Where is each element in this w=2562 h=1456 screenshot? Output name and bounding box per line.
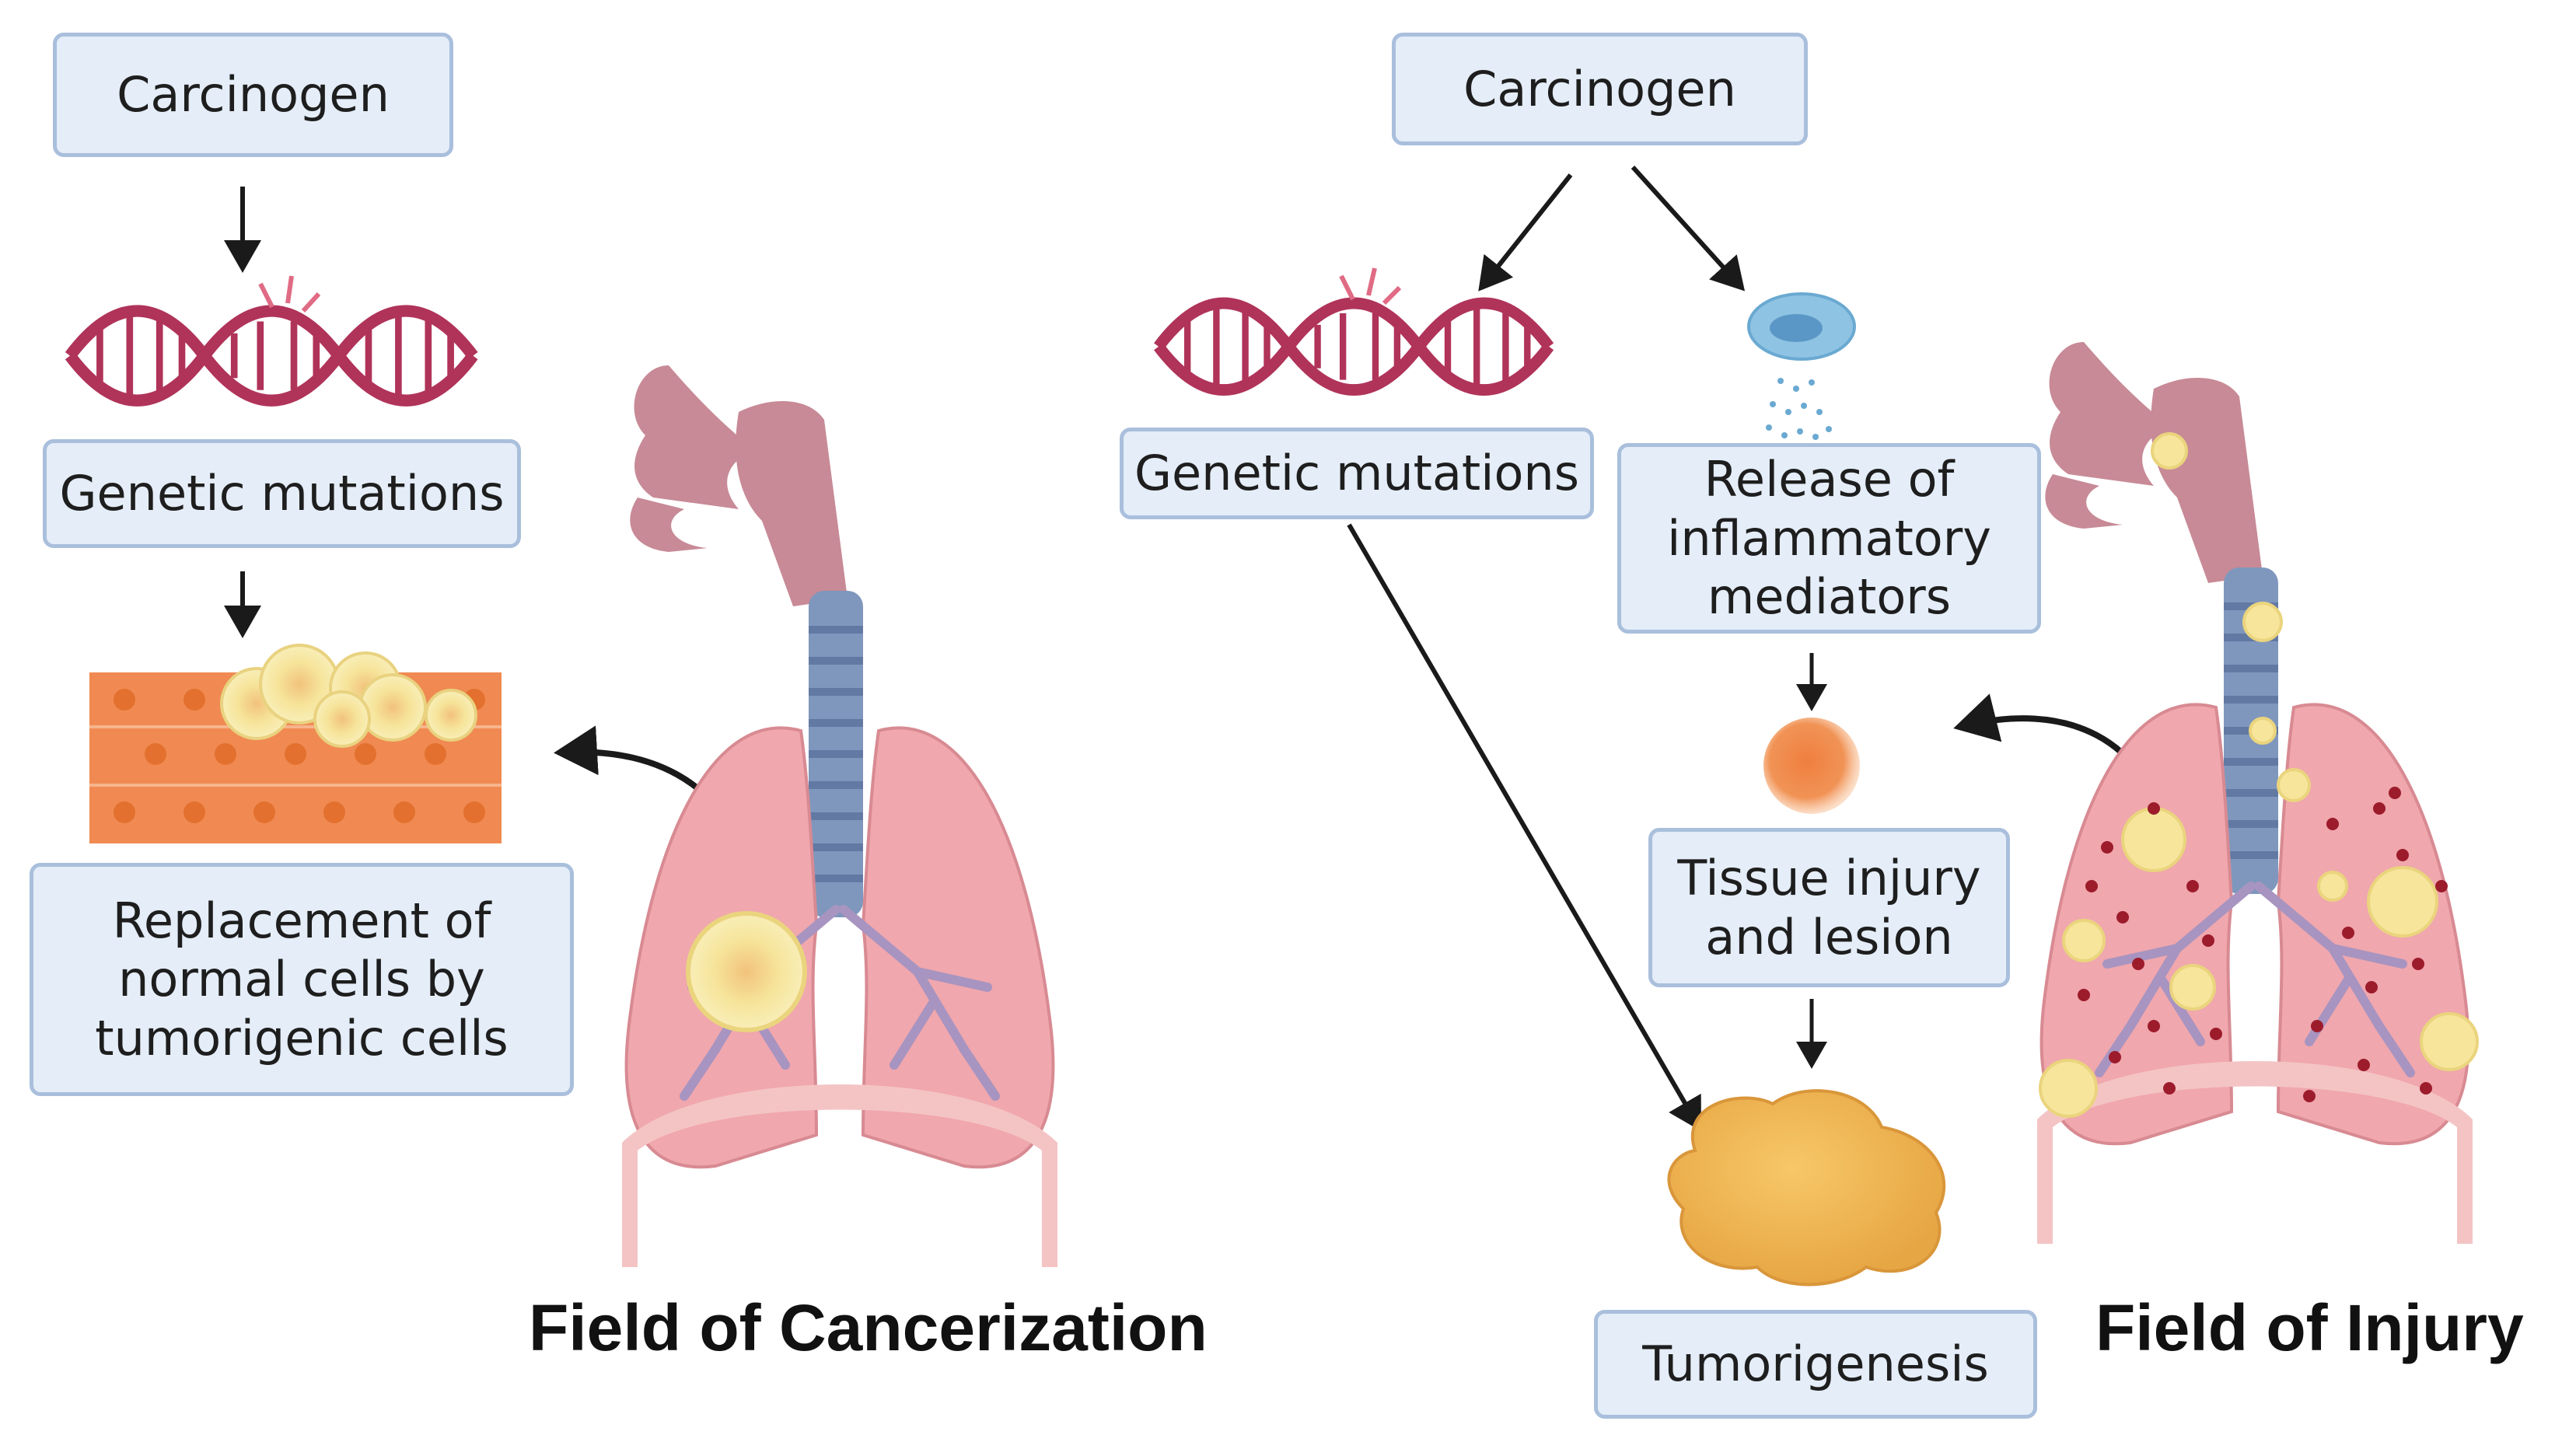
injured-cell-icon bbox=[1763, 718, 1860, 814]
lungs-illustration-right bbox=[2037, 342, 2479, 1244]
inflammatory-mediators-box: Release of inflammatory mediators bbox=[1617, 443, 2041, 634]
left-genetic-mutations-label: Genetic mutations bbox=[59, 465, 505, 522]
right-carcinogen-box: Carcinogen bbox=[1392, 33, 1808, 145]
damage-spark-icon bbox=[1339, 267, 1402, 306]
arrow-carcinogen-to-dna-right bbox=[1478, 173, 1573, 292]
tumor-nodule-icon bbox=[686, 911, 807, 1032]
lungs-illustration-left bbox=[622, 365, 1057, 1267]
dna-icon bbox=[70, 311, 473, 400]
right-carcinogen-label: Carcinogen bbox=[1463, 60, 1736, 117]
epithelium-tissue-icon bbox=[89, 644, 502, 843]
field-of-cancerization-title: Field of Cancerization bbox=[529, 1291, 1208, 1364]
immune-cell-icon bbox=[1747, 292, 1856, 440]
dna-icon bbox=[1159, 303, 1549, 390]
replacement-label: Replacement of normal cells by tumorigen… bbox=[95, 892, 509, 1067]
left-carcinogen-box: Carcinogen bbox=[53, 33, 453, 157]
inflammatory-mediators-label: Release of inflammatory mediators bbox=[1667, 451, 1991, 626]
tumor-mass-icon bbox=[1667, 1089, 1946, 1287]
right-genetic-mutations-box: Genetic mutations bbox=[1120, 428, 1594, 519]
replacement-box: Replacement of normal cells by tumorigen… bbox=[30, 863, 574, 1096]
damage-spark-icon bbox=[258, 275, 321, 313]
arrow-carcinogen-to-cell-right bbox=[1631, 165, 1746, 292]
right-genetic-mutations-label: Genetic mutations bbox=[1134, 445, 1580, 502]
left-genetic-mutations-box: Genetic mutations bbox=[43, 439, 521, 548]
tumor-foci-icon bbox=[2039, 432, 2479, 1118]
lesion-dots-icon bbox=[2078, 787, 2448, 1102]
field-of-injury-title: Field of Injury bbox=[2095, 1291, 2524, 1364]
tissue-injury-box: Tissue injury and lesion bbox=[1648, 828, 2010, 987]
left-carcinogen-label: Carcinogen bbox=[117, 66, 390, 124]
tissue-injury-label: Tissue injury and lesion bbox=[1677, 849, 1981, 965]
tumorigenesis-box: Tumorigenesis bbox=[1594, 1310, 2037, 1419]
arrow-mutations-to-tumor-right bbox=[1347, 523, 1702, 1132]
tumorigenesis-label: Tumorigenesis bbox=[1642, 1336, 1989, 1393]
